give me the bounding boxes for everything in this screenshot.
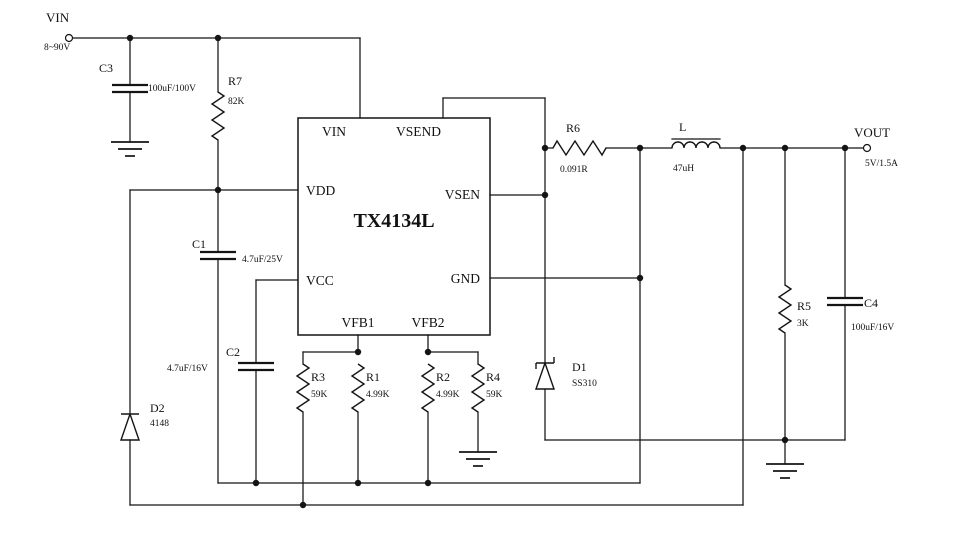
r7-ref: R7 xyxy=(228,74,242,88)
r1-value: 4.99K xyxy=(366,390,390,400)
ground-symbol-r4 xyxy=(459,451,497,467)
capacitor-c4 xyxy=(827,296,863,307)
vout-terminal xyxy=(862,143,872,153)
l-ref: L xyxy=(679,120,686,134)
d2-ref: D2 xyxy=(150,401,165,415)
vin-label: VIN xyxy=(46,10,70,25)
ic-pin-vsend: VSEND xyxy=(396,124,441,139)
r3-ref: R3 xyxy=(311,370,325,384)
vout-spec: 5V/1.5A xyxy=(865,159,898,169)
vin-spec: 8~90V xyxy=(44,43,70,53)
c3-value: 100uF/100V xyxy=(148,84,196,94)
inductor-l xyxy=(671,138,721,149)
d1-value: SS310 xyxy=(572,379,597,389)
ic-tx4134l xyxy=(297,117,491,336)
r6-value: 0.091R xyxy=(560,165,588,175)
vin-terminal xyxy=(64,33,74,43)
vout-label: VOUT xyxy=(854,125,890,140)
r2-ref: R2 xyxy=(436,370,450,384)
ic-pin-vcc: VCC xyxy=(306,273,334,288)
junction-dots xyxy=(126,34,849,509)
resistor-r2 xyxy=(420,363,436,413)
resistor-r6 xyxy=(552,139,607,157)
circuit-wires xyxy=(72,37,864,506)
c2-value: 4.7uF/16V xyxy=(167,364,208,374)
capacitor-c2 xyxy=(238,361,274,372)
resistor-r7 xyxy=(210,91,226,141)
ground-symbol-output xyxy=(766,463,804,479)
ic-part-number: TX4134L xyxy=(353,210,434,232)
c1-ref: C1 xyxy=(192,237,206,251)
ic-pin-gnd: GND xyxy=(451,271,480,286)
resistor-r4 xyxy=(470,363,486,413)
ic-pin-vsen: VSEN xyxy=(445,187,481,202)
ic-pin-vin: VIN xyxy=(322,124,346,139)
ic-pin-vdd: VDD xyxy=(306,183,335,198)
c2-ref: C2 xyxy=(226,345,240,359)
resistor-r5 xyxy=(777,284,793,334)
ground-symbol-c3 xyxy=(111,141,149,157)
d1-ref: D1 xyxy=(572,360,587,374)
r5-value: 3K xyxy=(797,319,809,329)
c4-value: 100uF/16V xyxy=(851,323,894,333)
c1-value: 4.7uF/25V xyxy=(242,255,283,265)
r1-ref: R1 xyxy=(366,370,380,384)
diode-d1 xyxy=(535,357,555,390)
r6-ref: R6 xyxy=(566,121,580,135)
resistor-r1 xyxy=(350,363,366,413)
diode-d2 xyxy=(120,411,140,441)
r2-value: 4.99K xyxy=(436,390,460,400)
ic-pin-vfb2: VFB2 xyxy=(411,315,444,330)
r3-value: 59K xyxy=(311,390,328,400)
c3-ref: C3 xyxy=(99,61,113,75)
capacitor-c1 xyxy=(200,250,236,261)
resistor-r3 xyxy=(295,363,311,413)
r7-value: 82K xyxy=(228,97,245,107)
l-value: 47uH xyxy=(673,164,694,174)
capacitor-c3 xyxy=(112,83,148,94)
r4-ref: R4 xyxy=(486,370,500,384)
ic-outline xyxy=(297,117,491,336)
c4-ref: C4 xyxy=(864,296,878,310)
d2-value: 4148 xyxy=(150,419,169,429)
r5-ref: R5 xyxy=(797,299,811,313)
ic-pin-vfb1: VFB1 xyxy=(341,315,374,330)
r4-value: 59K xyxy=(486,390,503,400)
